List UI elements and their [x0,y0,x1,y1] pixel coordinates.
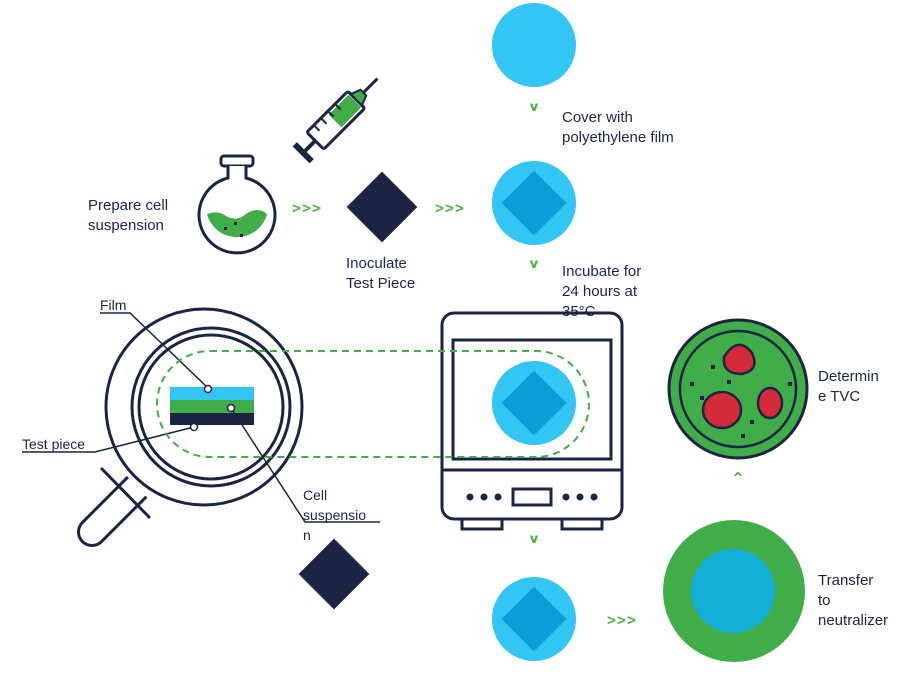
chevron-down-icon: v [529,257,539,272]
chevron-down-icon: v [529,532,539,547]
chevron-down-icon: v [529,532,539,547]
test-piece-label: Test piece [22,436,86,452]
culture-dish-icon [667,318,809,460]
chevron-down-icon: v [529,257,539,272]
neutralizer-icon [663,520,805,662]
flask-icon [197,154,277,255]
arrow-right-1: >>> [292,199,323,217]
bottom-sample [492,577,576,661]
dashed-connector [156,350,590,458]
film-label: Film [100,297,127,313]
chevron-down-icon: v [529,532,539,547]
inoculate-label: Inoculate Test Piece [346,255,416,292]
arrow-right-3: >>> [607,611,638,629]
chevron-up-icon: ^ [732,471,744,486]
test-piece-diamond-small [298,538,370,610]
chevron-up-icon: ^ [732,471,744,486]
film-circle [492,3,576,87]
incubate-label: Incubate for 24 hours at 35°C [562,263,642,318]
cell-suspension-label: Cell suspensio n [303,487,367,543]
magnifier-leader-lines [22,312,380,523]
incubator-icon [440,311,624,531]
determine-label: Determin e TVC [818,368,879,405]
covered-sample [492,161,576,245]
test-piece-diamond [346,171,418,243]
chevron-down-icon: v [529,100,539,115]
cover-label: Cover with polyethylene film [562,109,674,146]
chevron-down-icon: v [529,100,539,115]
chevron-down-icon: v [529,100,539,115]
arrow-right-2: >>> [435,199,466,217]
prepare-label: Prepare cell suspension [88,197,169,234]
syringe-icon [292,77,379,164]
magnifier-icon [77,307,304,547]
chevron-up-icon: ^ [732,471,744,486]
chevron-down-icon: v [529,257,539,272]
transfer-label: Transfer to neutralizer [818,572,889,629]
